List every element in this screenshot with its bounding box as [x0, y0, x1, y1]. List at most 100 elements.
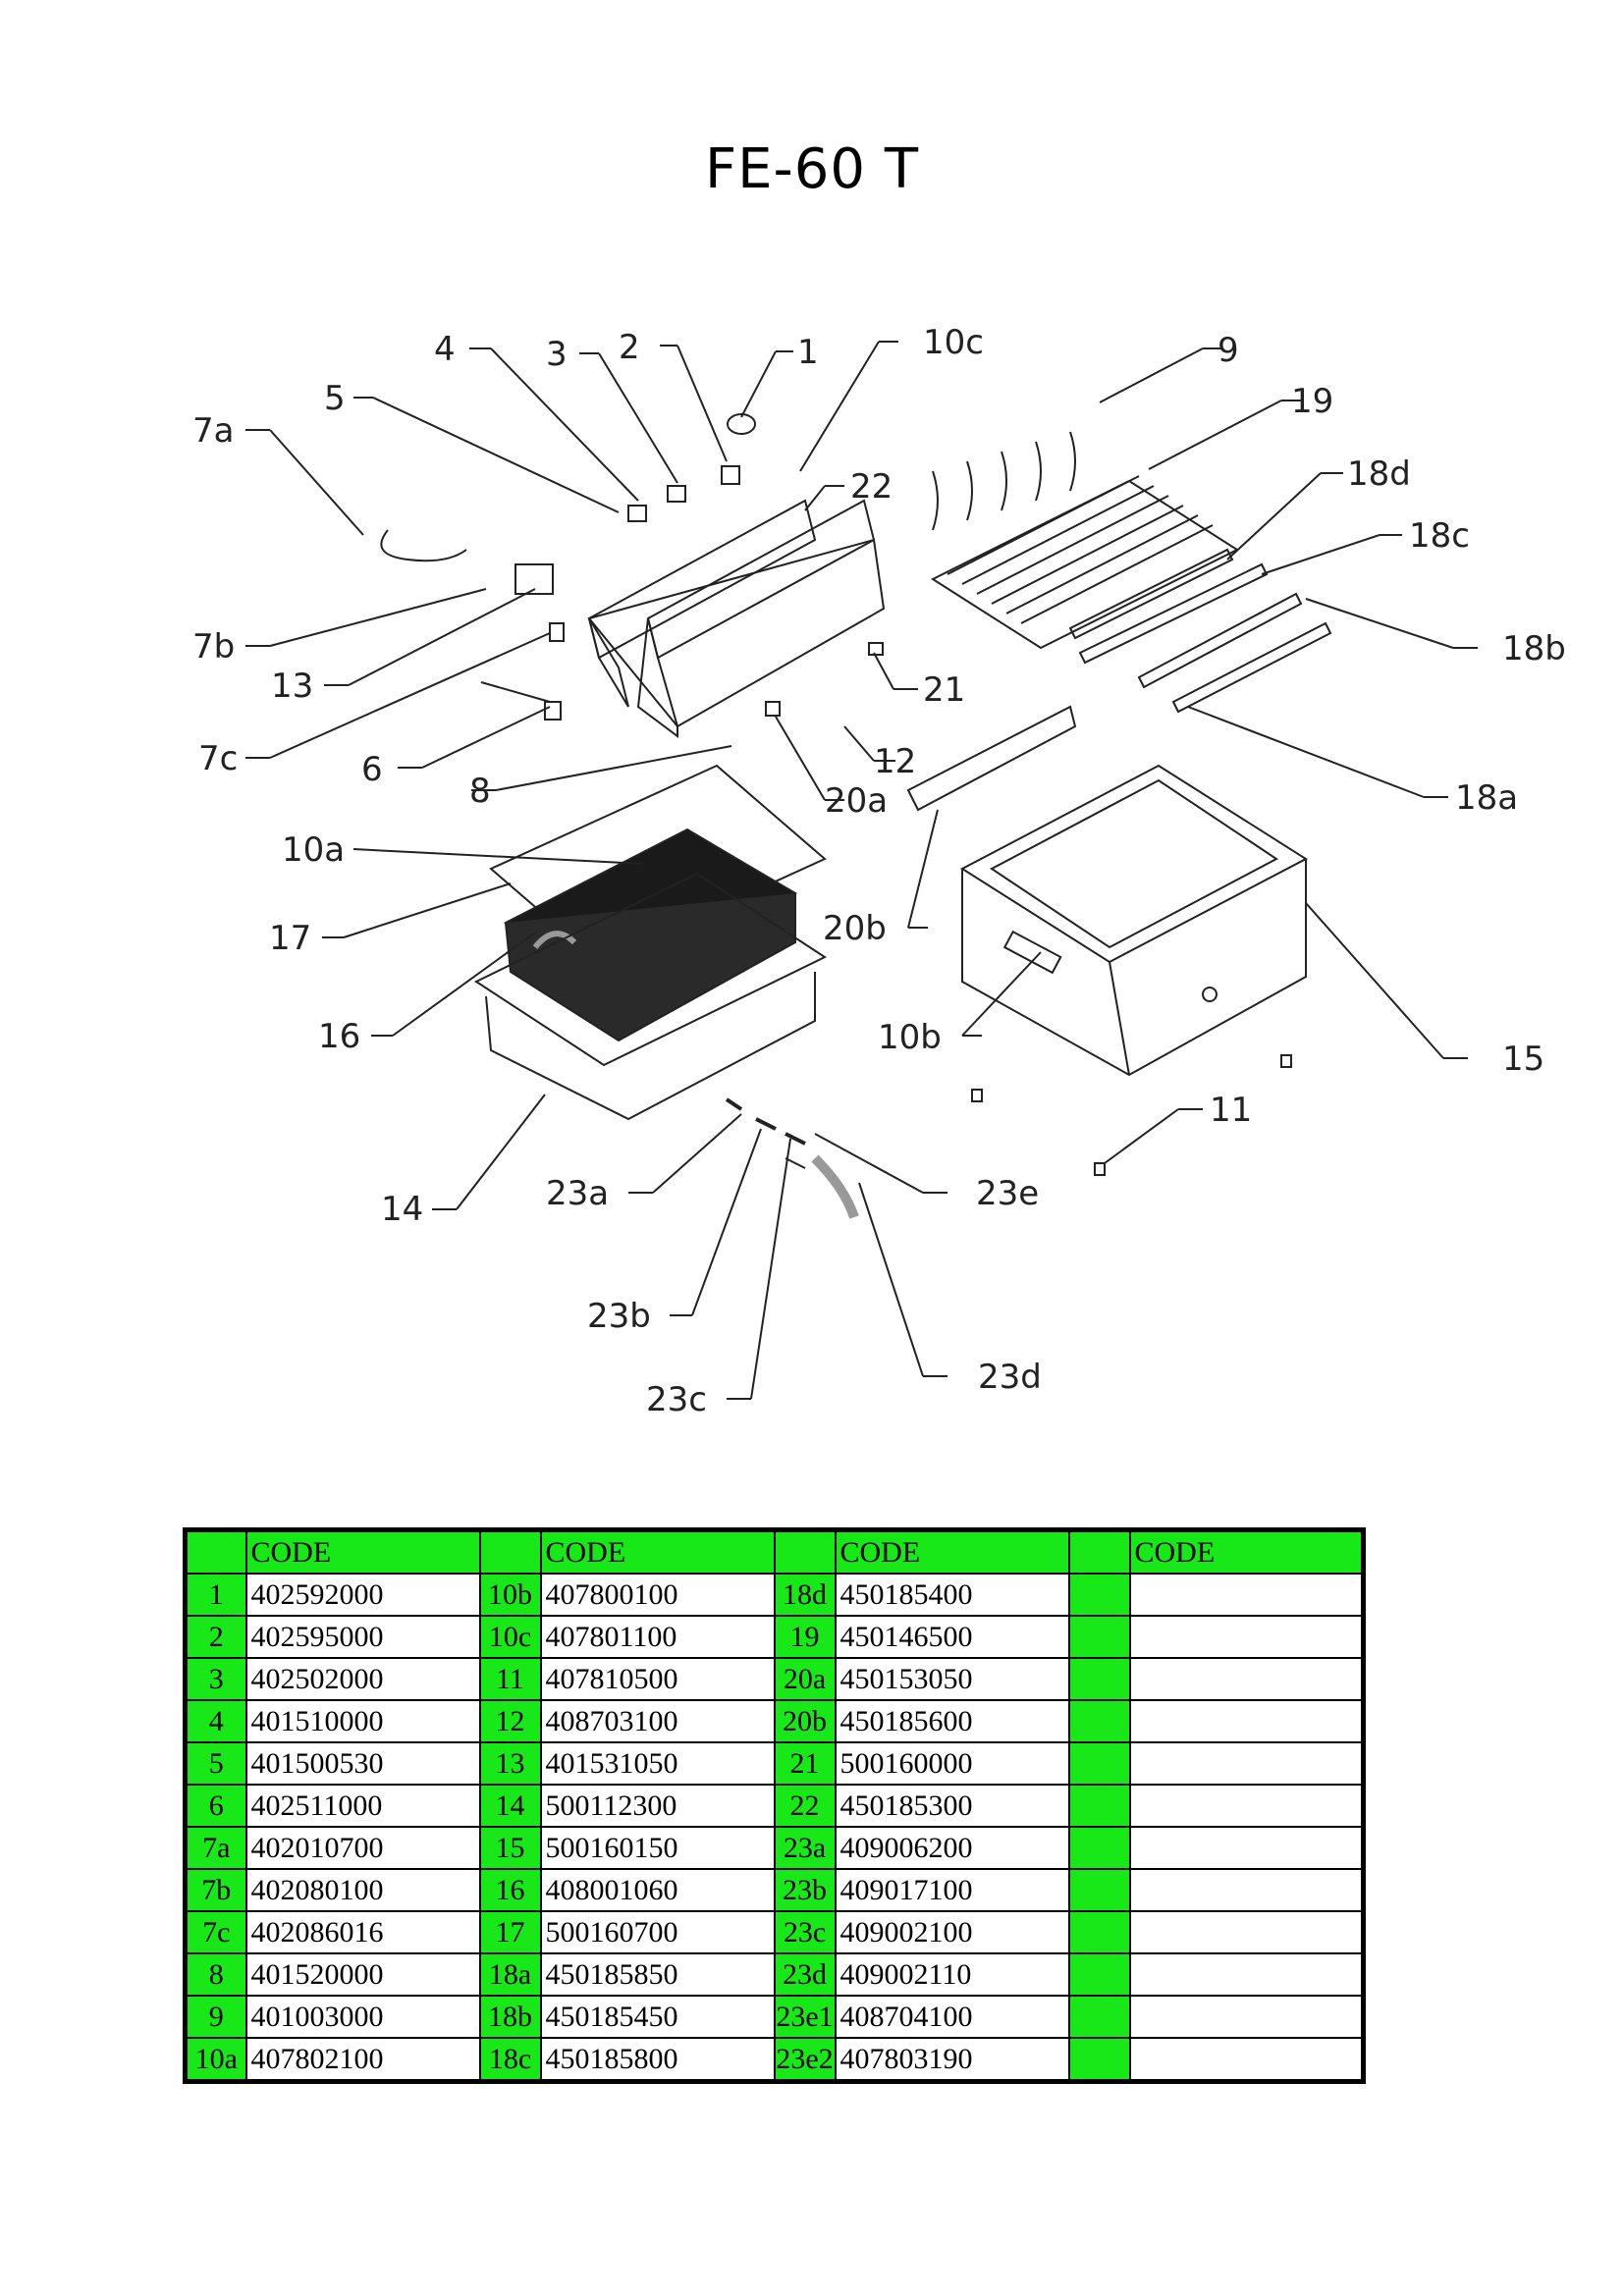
callout-6: 6	[361, 750, 383, 789]
callout-10a: 10a	[282, 830, 345, 870]
part-ref-cell: 18d	[773, 1573, 837, 1617]
part-code-cell: 402502000	[244, 1657, 481, 1701]
callout-7b: 7b	[192, 627, 235, 667]
part-code-cell: 450185450	[539, 1995, 776, 2039]
callout-1: 1	[797, 333, 819, 372]
part-ref-cell: 11	[478, 1657, 542, 1701]
part-ref-cell: 3	[184, 1657, 247, 1701]
callout-9: 9	[1218, 331, 1239, 370]
part-ref-cell: 19	[773, 1615, 837, 1659]
part-ref-cell	[1067, 1573, 1131, 1617]
part-code-cell	[1128, 1657, 1365, 1701]
part-ref-cell	[1067, 1952, 1131, 1997]
part-code-cell: 408703100	[539, 1699, 776, 1743]
part-ref-cell: 7a	[184, 1826, 247, 1870]
part-code-cell: 500160000	[834, 1741, 1070, 1786]
part-code-cell	[1128, 1615, 1365, 1659]
part-ref-cell: 7b	[184, 1868, 247, 1912]
header-ref-1	[184, 1528, 247, 1575]
callout-4: 4	[434, 330, 456, 369]
header-code-4: CODE	[1128, 1528, 1365, 1575]
callout-18d: 18d	[1347, 454, 1411, 494]
part-ref-cell	[1067, 1615, 1131, 1659]
part-ref-cell: 23a	[773, 1826, 837, 1870]
part-code-cell: 401531050	[539, 1741, 776, 1786]
part-code-cell	[1128, 1868, 1365, 1912]
callout-12: 12	[874, 742, 916, 781]
part-code-cell	[1128, 1995, 1365, 2039]
part-ref-cell	[1067, 1741, 1131, 1786]
part-code-cell	[1128, 1952, 1365, 1997]
part-code-cell: 402595000	[244, 1615, 481, 1659]
part-ref-cell: 10c	[478, 1615, 542, 1659]
part-code-cell: 450185600	[834, 1699, 1070, 1743]
part-code-cell	[1128, 1573, 1365, 1617]
callout-18c: 18c	[1409, 516, 1470, 556]
part-ref-cell: 6	[184, 1784, 247, 1828]
part-ref-cell: 22	[773, 1784, 837, 1828]
part-code-cell: 409017100	[834, 1868, 1070, 1912]
part-ref-cell: 23d	[773, 1952, 837, 1997]
callout-18a: 18a	[1455, 778, 1518, 818]
part-code-cell: 407802100	[244, 2037, 481, 2083]
callout-20b: 20b	[823, 909, 887, 948]
part-ref-cell: 21	[773, 1741, 837, 1786]
header-code-3: CODE	[834, 1528, 1070, 1575]
callout-23b: 23b	[587, 1297, 651, 1336]
part-ref-cell	[1067, 1868, 1131, 1912]
callout-3: 3	[546, 335, 568, 374]
callout-21: 21	[923, 670, 965, 710]
part-code-cell: 500160700	[539, 1910, 776, 1954]
part-code-cell: 402592000	[244, 1573, 481, 1617]
part-code-cell: 500112300	[539, 1784, 776, 1828]
part-code-cell: 409006200	[834, 1826, 1070, 1870]
callout-11: 11	[1210, 1091, 1252, 1130]
part-code-cell	[1128, 1741, 1365, 1786]
part-code-cell: 409002100	[834, 1910, 1070, 1954]
part-code-cell: 407801100	[539, 1615, 776, 1659]
part-ref-cell: 20b	[773, 1699, 837, 1743]
part-code-cell: 450153050	[834, 1657, 1070, 1701]
part-ref-cell: 13	[478, 1741, 542, 1786]
callout-20a: 20a	[825, 781, 888, 821]
header-ref-4	[1067, 1528, 1131, 1575]
part-code-cell: 401003000	[244, 1995, 481, 2039]
callout-10b: 10b	[878, 1018, 942, 1057]
part-code-cell: 450146500	[834, 1615, 1070, 1659]
callout-7c: 7c	[198, 739, 238, 778]
part-ref-cell: 23e2	[773, 2037, 837, 2083]
part-ref-cell	[1067, 2037, 1131, 2083]
part-ref-cell: 4	[184, 1699, 247, 1743]
callout-8: 8	[469, 772, 491, 811]
part-code-cell: 450185850	[539, 1952, 776, 1997]
part-ref-cell	[1067, 1910, 1131, 1954]
part-code-cell	[1128, 2037, 1365, 2083]
part-ref-cell	[1067, 1826, 1131, 1870]
part-ref-cell	[1067, 1699, 1131, 1743]
part-ref-cell: 2	[184, 1615, 247, 1659]
part-code-cell: 450185300	[834, 1784, 1070, 1828]
part-code-cell: 408704100	[834, 1995, 1070, 2039]
part-ref-cell: 20a	[773, 1657, 837, 1701]
part-ref-cell: 10b	[478, 1573, 542, 1617]
part-ref-cell: 23c	[773, 1910, 837, 1954]
part-ref-cell: 1	[184, 1573, 247, 1617]
part-code-cell: 402086016	[244, 1910, 481, 1954]
part-ref-cell	[1067, 1995, 1131, 2039]
part-ref-cell	[1067, 1784, 1131, 1828]
part-code-cell: 407803190	[834, 2037, 1070, 2083]
part-ref-cell: 23b	[773, 1868, 837, 1912]
part-ref-cell: 14	[478, 1784, 542, 1828]
callout-18b: 18b	[1502, 629, 1566, 668]
